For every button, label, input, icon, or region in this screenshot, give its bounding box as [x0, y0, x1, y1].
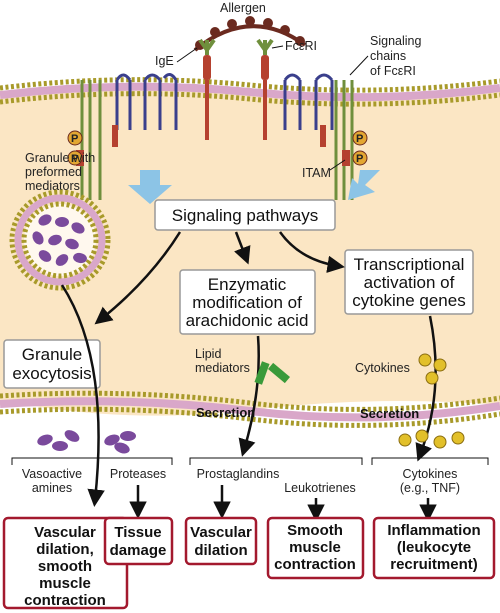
plasma-membrane-top [0, 77, 500, 107]
lipid-mediator-icons [254, 361, 290, 385]
itam-label: ITAM [302, 166, 331, 180]
cytokine-icons-inner [418, 353, 447, 385]
svg-text:activation of: activation of [364, 273, 455, 292]
vasoactive-label-2: amines [32, 481, 72, 495]
cytokines-inner-label: Cytokines [355, 361, 410, 375]
p-icon: P [67, 130, 83, 146]
svg-text:Granule: Granule [22, 345, 82, 364]
signaling-chains-label-3: of FcεRI [370, 64, 416, 78]
svg-text:muscle: muscle [289, 539, 341, 556]
granule-label-1: Granule with [25, 151, 95, 165]
svg-text:contraction: contraction [24, 592, 106, 609]
fceri-label: FcεRI [285, 39, 317, 53]
svg-text:Smooth: Smooth [287, 522, 343, 539]
svg-text:Vascular: Vascular [34, 524, 96, 541]
lipid-label-1: Lipid [195, 347, 221, 361]
leukotrienes-label: Leukotrienes [284, 481, 356, 495]
p-icon: P [352, 150, 368, 166]
transcription-box: Transcriptional activation of cytokine g… [344, 249, 474, 315]
svg-text:muscle: muscle [39, 575, 91, 592]
svg-text:Vascular: Vascular [190, 524, 252, 541]
svg-text:Signaling pathways: Signaling pathways [172, 206, 318, 225]
vasoactive-label-1: Vasoactive [22, 467, 82, 481]
enzymatic-box: Enzymatic modification of arachidonic ac… [179, 269, 316, 335]
arrow-granule-release [60, 284, 105, 507]
receptor-arrow-right [348, 170, 380, 200]
released-proteases [104, 431, 136, 454]
svg-text:Enzymatic: Enzymatic [208, 275, 287, 294]
outcome-inflammation: Inflammation (leukocyte recruitment) [372, 516, 496, 580]
secretion-label-lipid: Secretion [196, 405, 255, 420]
granule-label-2: preformed [25, 165, 82, 179]
fceri-receptor-left [76, 38, 216, 200]
svg-text:P: P [356, 133, 363, 145]
released-amines [37, 430, 80, 451]
svg-text:arachidonic acid: arachidonic acid [186, 311, 309, 330]
outcome-vascular: Vascular dilation [184, 516, 258, 566]
plasma-membrane-bottom [0, 390, 500, 428]
svg-text:P: P [71, 153, 78, 165]
secretion-label-cytokine: Secretion [360, 406, 419, 421]
allergen-label: Allergen [220, 1, 266, 15]
svg-text:contraction: contraction [274, 556, 356, 573]
arrow-to-transcription [278, 231, 345, 274]
prostaglandins-label: Prostaglandins [197, 467, 280, 481]
svg-text:damage: damage [110, 542, 167, 559]
svg-text:cytokine genes: cytokine genes [352, 291, 465, 310]
outcome-tissue: Tissue damage [103, 516, 174, 566]
svg-text:modification of: modification of [192, 293, 302, 312]
proteases-label: Proteases [110, 467, 166, 481]
svg-text:(leukocyte: (leukocyte [397, 539, 471, 556]
svg-text:Tissue: Tissue [114, 524, 161, 541]
exocytosis-box: Granule exocytosis [3, 339, 101, 389]
released-cytokines [398, 429, 465, 449]
svg-text:Transcriptional: Transcriptional [354, 255, 465, 274]
arrow-to-enzymatic [234, 231, 251, 265]
signaling-pathways-box: Signaling pathways [154, 199, 336, 231]
cytokines-label-2: (e.g., TNF) [400, 481, 460, 495]
arrow-lipid-release [238, 335, 260, 457]
svg-text:dilation: dilation [194, 542, 247, 559]
lipid-label-2: mediators [195, 361, 250, 375]
p-icon: P [67, 150, 83, 166]
svg-text:P: P [71, 133, 78, 145]
svg-text:exocytosis: exocytosis [12, 364, 91, 383]
outcome-smooth: Smooth muscle contraction [266, 516, 365, 580]
svg-text:recruitment): recruitment) [390, 556, 478, 573]
fceri-receptor-right [256, 38, 354, 200]
cytokines-label-1: Cytokines [403, 467, 458, 481]
svg-text:P: P [356, 153, 363, 165]
svg-text:dilation,: dilation, [36, 541, 94, 558]
granule [9, 189, 111, 291]
receptor-arrow-left [128, 170, 172, 204]
signaling-chains-label-1: Signaling [370, 34, 421, 48]
signaling-chains-label-2: chains [370, 49, 406, 63]
outcome-vascular-smooth: Vascular dilation, smooth muscle contrac… [2, 516, 129, 610]
svg-text:smooth: smooth [38, 558, 92, 575]
p-icon: P [352, 130, 368, 146]
granule-label-3: mediators [25, 179, 80, 193]
svg-text:Inflammation: Inflammation [387, 522, 480, 539]
arrow-to-exocytosis [94, 231, 182, 325]
ige-label: IgE [155, 54, 174, 68]
